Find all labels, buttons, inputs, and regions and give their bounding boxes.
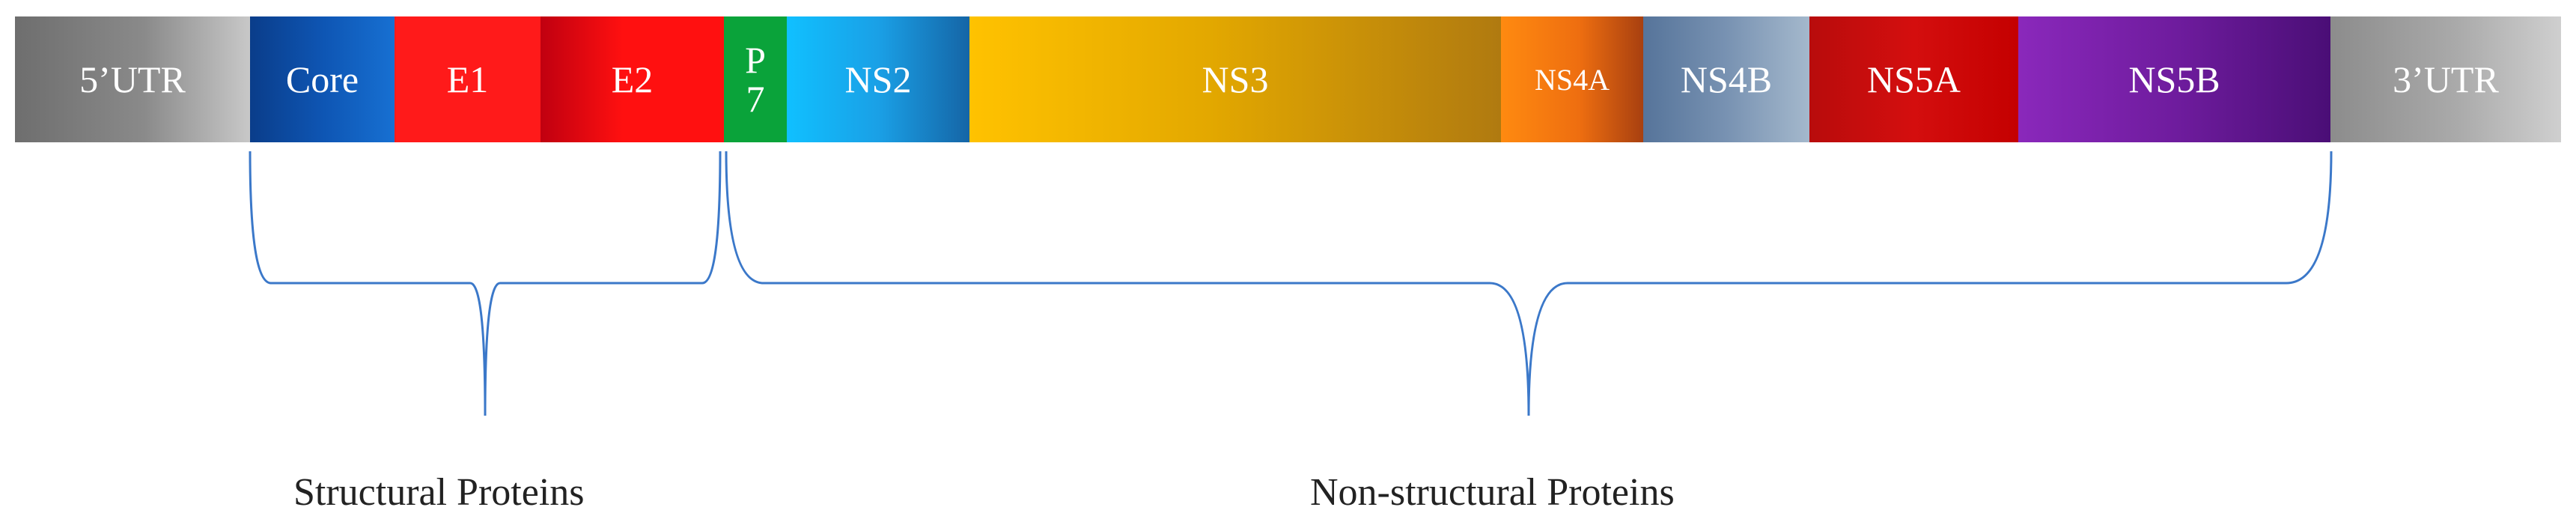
segment-e1: E1 — [395, 16, 541, 142]
segment-ns4a-label: NS4A — [1534, 62, 1610, 97]
segment-ns4b-label: NS4B — [1680, 58, 1773, 100]
segment-e2: E2 — [541, 16, 724, 142]
segment-core: Core — [250, 16, 395, 142]
segment-ns3-label: NS3 — [1202, 58, 1269, 100]
nonstructural-proteins-label: Non-structural Proteins — [1310, 471, 1675, 514]
segment-p7-label-line2: 7 — [746, 78, 765, 120]
segment-5utr-label: 5’UTR — [79, 58, 186, 100]
segment-e1-label: E1 — [446, 58, 489, 100]
segment-ns4a: NS4A — [1501, 16, 1643, 142]
nonstructural-bracket — [725, 151, 2333, 416]
segment-3utr-label: 3’UTR — [2393, 58, 2499, 100]
segment-p7: P 7 — [724, 16, 787, 142]
segment-ns5b: NS5B — [2018, 16, 2330, 142]
segment-3utr: 3’UTR — [2330, 16, 2561, 142]
segment-ns5b-label: NS5B — [2128, 58, 2220, 100]
segment-5utr: 5’UTR — [15, 16, 250, 142]
segment-ns5a: NS5A — [1809, 16, 2018, 142]
segment-ns4b: NS4B — [1643, 16, 1809, 142]
segment-e2-label: E2 — [611, 58, 654, 100]
segment-ns5a-label: NS5A — [1866, 58, 1961, 100]
segment-ns3: NS3 — [969, 16, 1501, 142]
genome-map: 5’UTR Core E1 E2 P 7 NS2 NS3 NS4A NS4B N… — [15, 16, 2561, 142]
segment-p7-label-line1: P — [745, 39, 766, 81]
structural-proteins-label: Structural Proteins — [293, 471, 585, 514]
segment-core-label: Core — [285, 58, 359, 100]
structural-bracket — [249, 151, 722, 416]
segment-ns2: NS2 — [787, 16, 969, 142]
segment-ns2-label: NS2 — [844, 58, 912, 100]
